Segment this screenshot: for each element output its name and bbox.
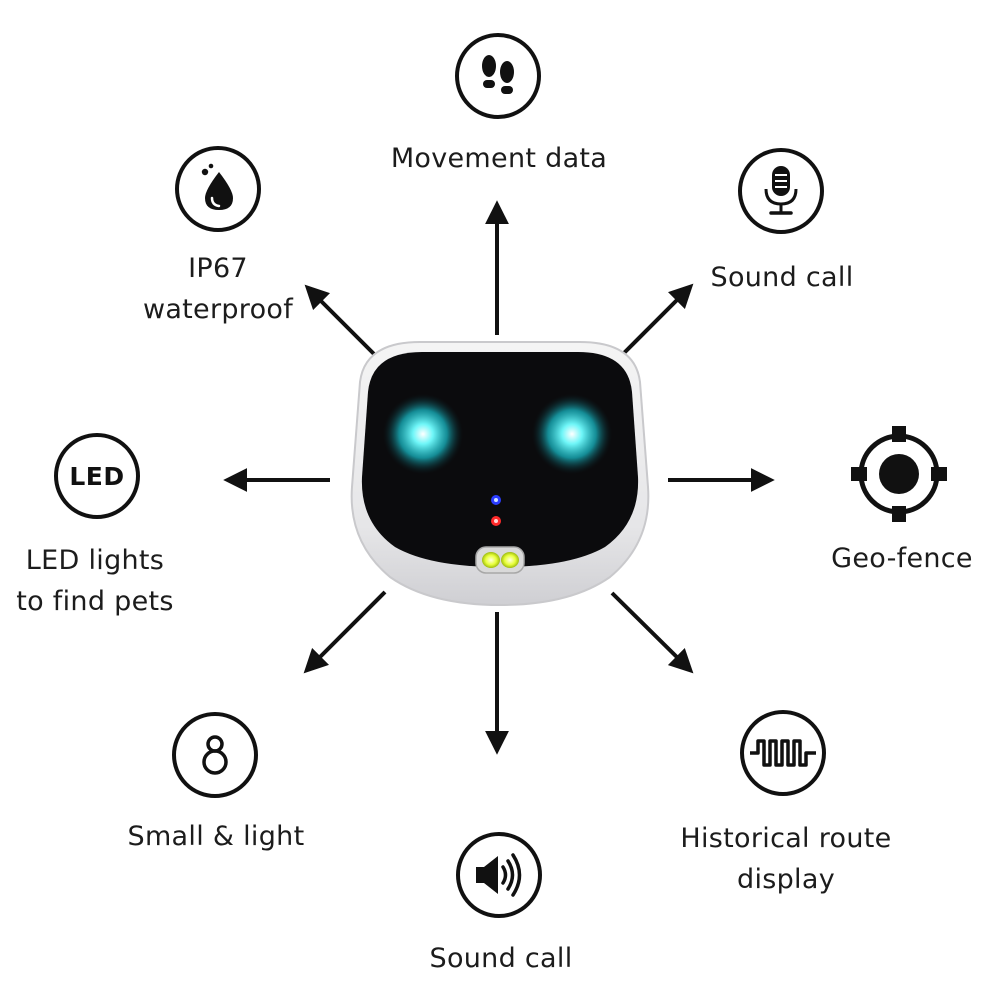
label-waterproof: IP67 waterproof xyxy=(142,253,294,325)
label-sound-call-bottom: Sound call xyxy=(429,943,573,974)
left-eye-glow xyxy=(383,394,463,474)
arrow-down-right xyxy=(610,591,694,674)
arrow-up-right xyxy=(620,283,694,357)
footprints-icon xyxy=(455,33,541,119)
arrow-up-left xyxy=(304,284,377,357)
led-icon: LED xyxy=(54,433,140,519)
label-led-lights: LED lights to find pets xyxy=(16,545,174,617)
label-movement-data: Movement data xyxy=(390,143,608,174)
target-icon xyxy=(849,424,949,524)
water-drop-icon xyxy=(175,146,261,232)
arrow-down-left xyxy=(303,590,387,674)
label-small-light: Small & light xyxy=(127,821,305,852)
label-geo-fence: Geo-fence xyxy=(831,543,973,574)
microphone-icon xyxy=(738,148,824,234)
pet-tracker-device xyxy=(330,337,670,612)
ring-icon xyxy=(172,712,258,798)
right-eye-glow xyxy=(532,394,612,474)
route-wave-icon xyxy=(740,710,826,796)
speaker-icon xyxy=(456,832,542,918)
label-historical-route: Historical route display xyxy=(680,823,892,895)
label-sound-call-top: Sound call xyxy=(710,262,854,293)
